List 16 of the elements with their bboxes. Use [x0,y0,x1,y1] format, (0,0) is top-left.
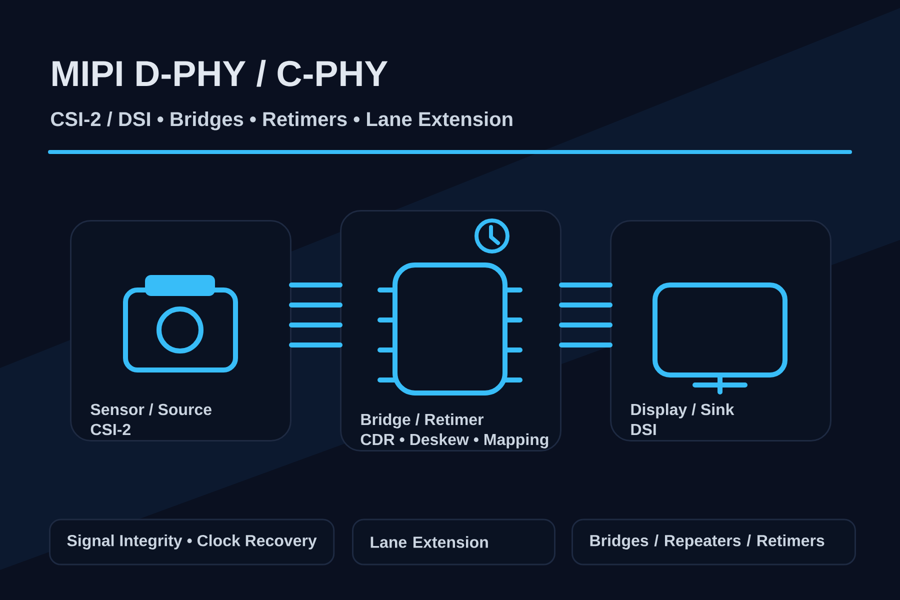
connector-line [559,342,612,348]
card: Sensor / Source CSI-2 [70,220,292,442]
card: Bridge / Retimer CDR • Deskew • Mapping [340,210,562,452]
connector-line [559,322,612,328]
tag: Bridges / Repeaters / Retimers [572,518,856,566]
title: MIPI D-PHY / C-PHY [52,60,388,87]
subtitle: CSI-2 / DSI • Bridges • Retimers • Lane Extension [51,112,512,130]
connector-line [289,322,342,328]
connector-line [289,282,342,288]
connector-line [289,302,342,308]
card: Display / Sink DSI [610,220,832,442]
connector-line [559,302,612,308]
tag: Lane Extension [352,518,556,566]
connector-line [559,282,612,288]
connector-line [289,342,342,348]
tag: Signal Integrity • Clock Recovery [49,518,335,566]
